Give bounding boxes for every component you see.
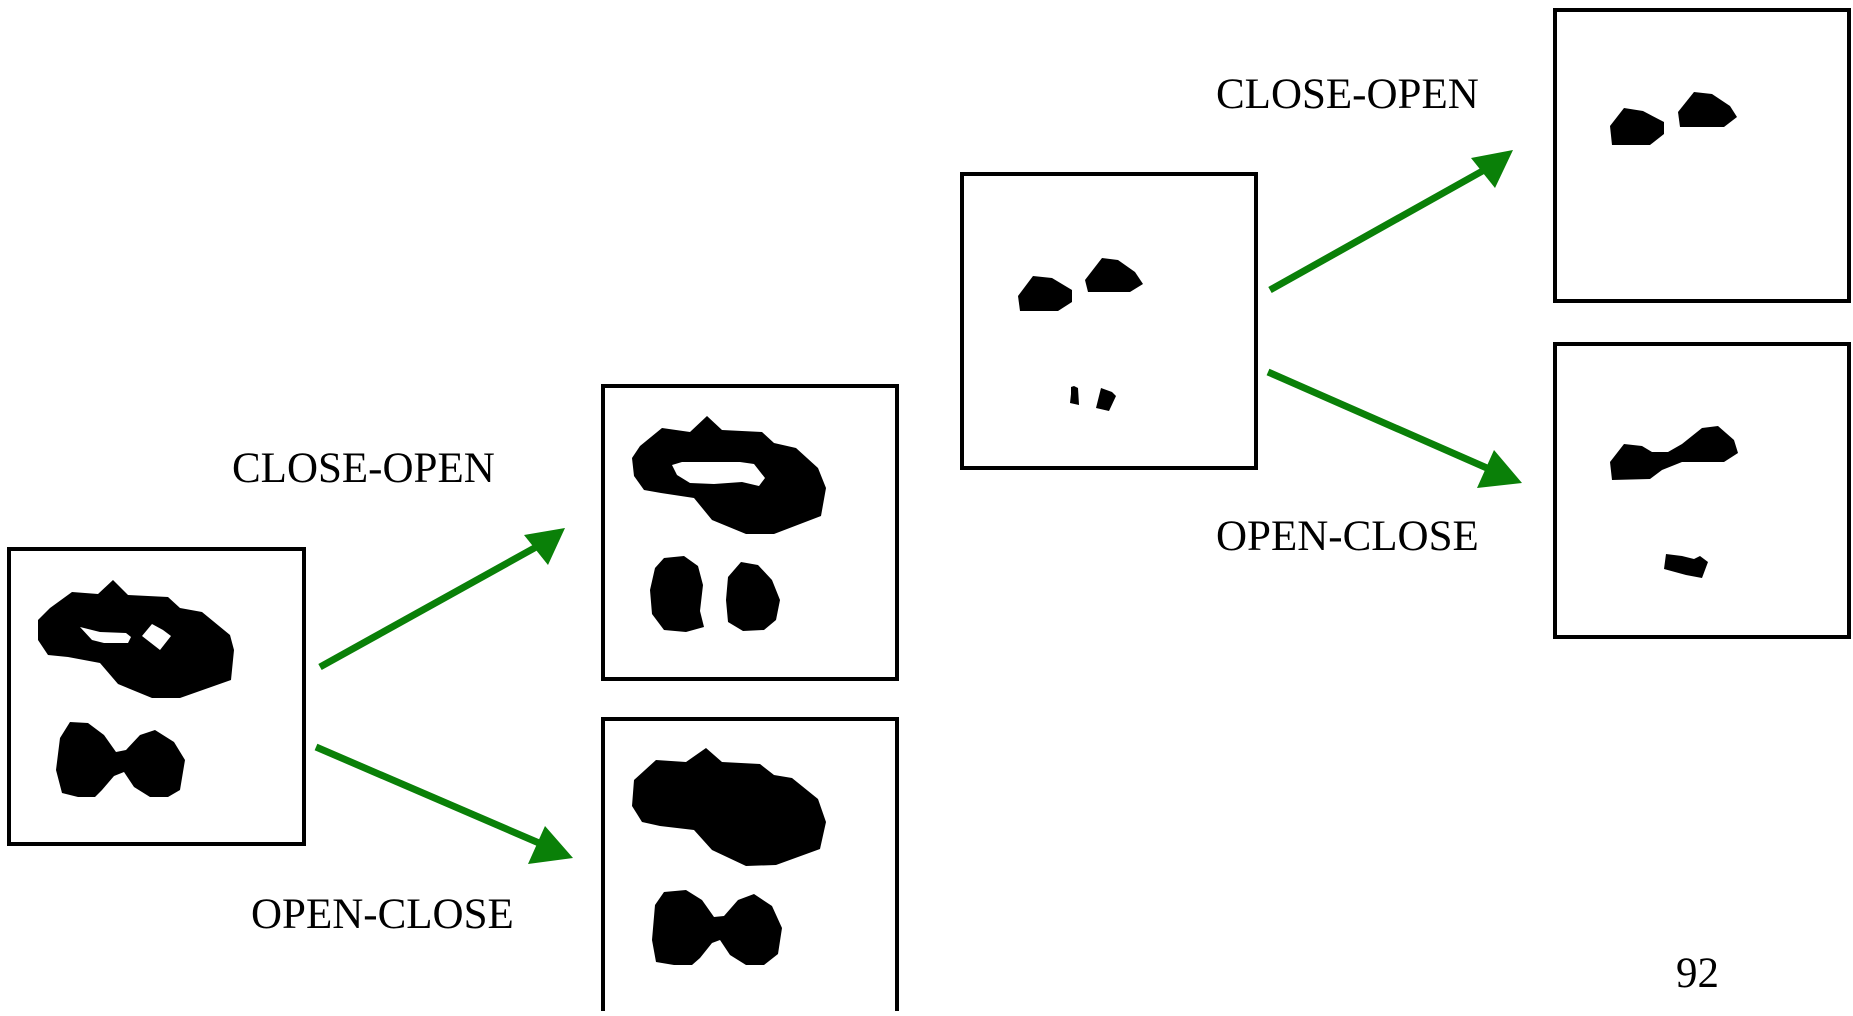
stage2-open-close-label: OPEN-CLOSE (1216, 513, 1479, 560)
stage2-close-open-arrow (1268, 150, 1513, 294)
stage2-open-close-arrow (1266, 368, 1522, 488)
stage1-close-open-arrow (318, 528, 565, 671)
mid-small-left (1070, 386, 1079, 405)
co1-top-hole (672, 462, 765, 486)
original-bottom-shape (56, 722, 185, 797)
mid-right-piece (1085, 258, 1143, 292)
panel-stage2-input (960, 172, 1258, 470)
original-top-hole-right (142, 624, 171, 650)
panel-stage2-close-open (1553, 8, 1851, 303)
co2-left-piece (1610, 108, 1664, 145)
stage1-open-close-arrow (314, 743, 573, 864)
panel-stage1-open-close (601, 717, 899, 1015)
oc2-top-shape (1610, 426, 1738, 480)
stage1-open-close-label: OPEN-CLOSE (251, 891, 514, 938)
panel-original (7, 547, 306, 846)
panel-stage2-open-close-frame (1553, 342, 1851, 639)
panel-stage2-close-open-frame (1553, 8, 1851, 303)
original-top-shape (38, 580, 234, 698)
co1-bottom-right-shape (726, 562, 780, 631)
panel-stage1-close-open (601, 384, 899, 681)
panel-stage2-open-close (1553, 342, 1851, 639)
co1-bottom-left-shape (650, 556, 704, 632)
mid-small-right (1096, 388, 1116, 411)
stage2-close-open-label: CLOSE-OPEN (1216, 71, 1479, 118)
oc1-bottom-shape (652, 890, 782, 965)
co2-right-piece (1678, 92, 1737, 127)
panel-stage2-input-frame (960, 172, 1258, 470)
mid-left-piece (1018, 276, 1072, 311)
oc1-top-shape (632, 748, 826, 866)
stage1-close-open-label: CLOSE-OPEN (232, 445, 495, 492)
page-number: 92 (1676, 950, 1719, 997)
original-top-hole-left (80, 627, 131, 643)
oc2-small-piece (1664, 554, 1708, 578)
